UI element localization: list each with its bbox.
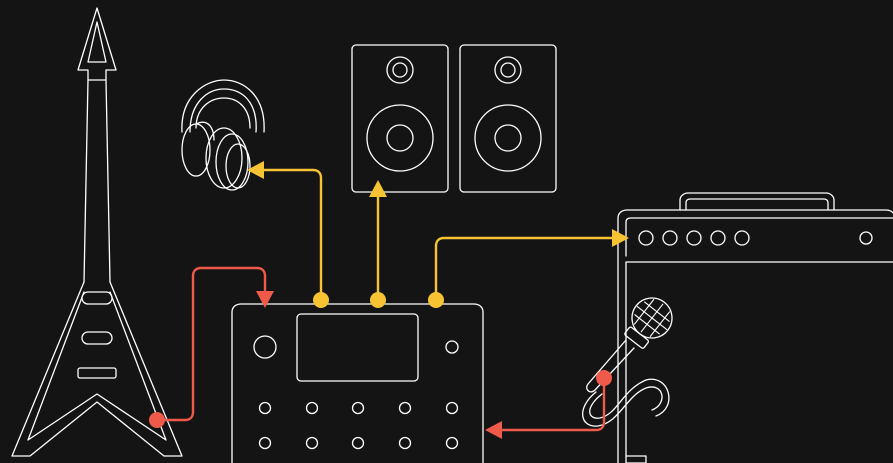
electric-guitar-icon [12,8,182,456]
headphones-icon [182,80,264,190]
processor-to-amp-connection [428,229,629,308]
microphone-jack [596,370,612,386]
speaker-icon [352,45,448,192]
processor-to-headphones-connection [247,161,329,308]
microphone-icon [583,290,680,426]
headphones-out-jack [313,292,329,308]
amplifier-icon [618,193,893,463]
speaker-icon [460,45,556,192]
guitar-output-jack [149,412,165,428]
microphone-to-processor-connection [485,370,612,439]
amp-out-jack [428,292,444,308]
processor-to-monitors-connection [369,180,387,308]
monitor-out-jack [370,292,386,308]
guitar-to-processor-connection [149,268,274,428]
effects-processor-icon [232,304,483,463]
